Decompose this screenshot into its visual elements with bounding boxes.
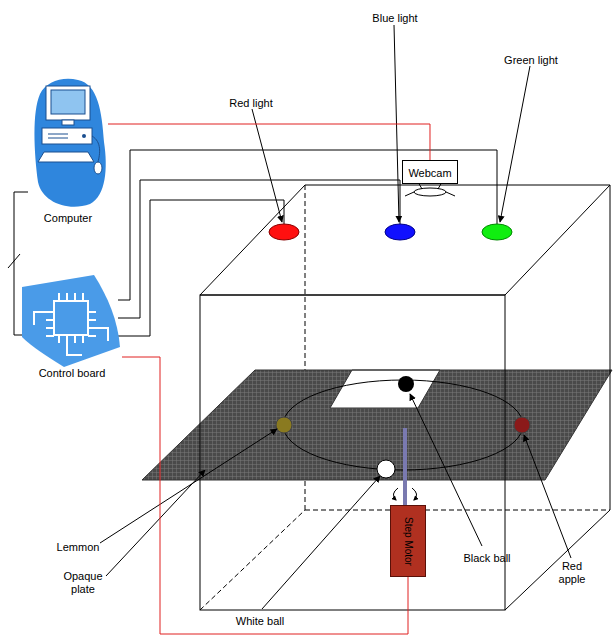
computer-icon xyxy=(28,72,108,212)
webcam-lens xyxy=(405,182,455,196)
icon-caption: Computer xyxy=(28,212,108,225)
callout-slot: Opaque plate xyxy=(60,570,106,597)
callout-label: Opaque plate xyxy=(60,570,106,596)
callout-slot: Blue light xyxy=(368,8,422,26)
white-ball xyxy=(377,460,395,478)
control-board-icon xyxy=(22,275,122,367)
callout-slot: Black ball xyxy=(458,548,516,566)
callout-slot: Lemmon xyxy=(55,537,101,555)
motor-shaft xyxy=(403,428,407,506)
motor-node: Step Motor xyxy=(390,505,426,577)
wire-connector xyxy=(108,124,430,160)
green-light xyxy=(482,224,512,240)
callout-slot: Green light xyxy=(501,50,561,68)
callout-label: Red light xyxy=(229,97,272,110)
rotation-arrows xyxy=(393,488,416,500)
blue-light xyxy=(385,224,415,240)
light-wires xyxy=(118,150,497,336)
icon-caption: Control board xyxy=(22,367,122,380)
leader-lines xyxy=(100,25,571,609)
callout-label: Red apple xyxy=(552,560,592,586)
callout-label: Lemmon xyxy=(57,541,100,554)
opaque-plate xyxy=(142,370,612,480)
callout-label: Blue light xyxy=(372,12,417,25)
red-light xyxy=(269,224,299,240)
device-label: Webcam xyxy=(408,167,451,179)
motor-label: Step Motor xyxy=(402,517,415,566)
callout-slot: Red apple xyxy=(552,560,592,587)
computer-node: Computer xyxy=(28,72,108,225)
lemon xyxy=(276,417,292,433)
callout-label: Black ball xyxy=(463,552,510,565)
box-outline xyxy=(200,185,610,610)
black-ball xyxy=(398,376,414,392)
callout-slot: White ball xyxy=(232,611,288,629)
callout-label: White ball xyxy=(236,615,284,628)
callout-slot: Red light xyxy=(226,93,276,111)
box-node: Webcam xyxy=(402,160,457,184)
board-node: Control board xyxy=(22,275,122,380)
red-apple xyxy=(514,417,530,433)
wire-connector xyxy=(122,357,408,634)
callout-label: Green light xyxy=(504,54,558,67)
